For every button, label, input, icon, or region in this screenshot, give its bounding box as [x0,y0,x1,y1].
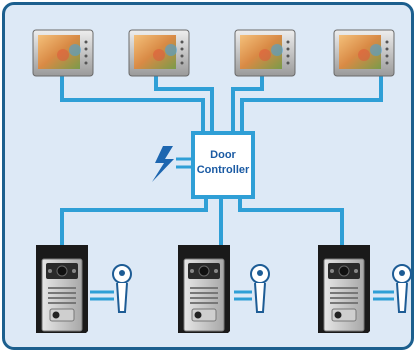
door-station-3 [318,245,370,333]
wire-monitor-4 [240,76,383,133]
wires-locks [90,290,394,301]
door-lock-icon [112,264,132,313]
wire-monitor-2 [154,76,214,133]
monitor-1 [32,29,94,77]
wire-monitor-1 [60,76,205,133]
door-station-2 [178,245,230,333]
controller-label-line2: Controller [196,164,250,176]
wire-monitor-3 [231,76,264,133]
door-lock-icon [250,264,270,313]
door-station-1 [36,245,88,333]
wires-top [60,76,383,133]
wire-station-3 [238,197,344,245]
monitor-4 [333,29,395,77]
door-controller-box [191,131,255,199]
door-lock-icon [392,264,412,313]
monitor-2 [128,29,190,77]
door-controller-label: Door Controller [192,148,254,178]
controller-label-line1: Door [210,149,236,161]
lightning-bolt-icon [152,146,174,182]
power-wires [176,157,193,169]
wire-station-1 [60,197,208,245]
wires-bottom [60,197,344,245]
monitor-3 [234,29,296,77]
